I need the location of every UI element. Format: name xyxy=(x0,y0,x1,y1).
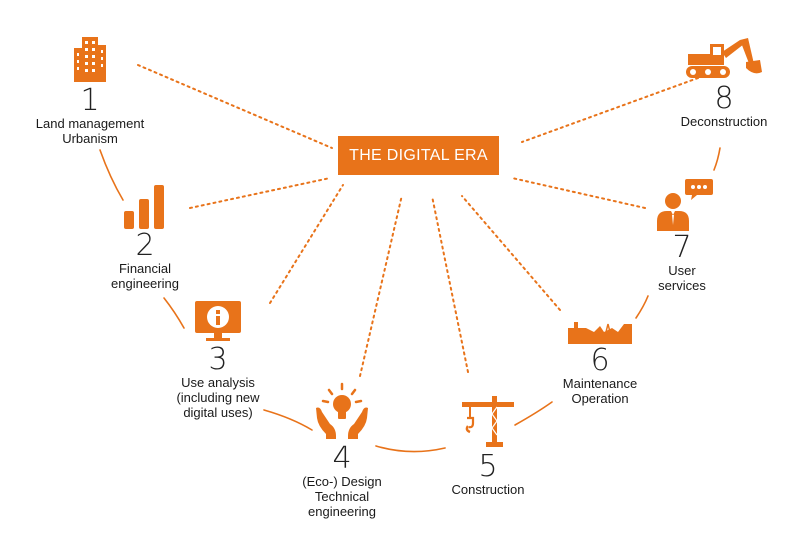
stage-number: 8 xyxy=(714,81,734,116)
dotted-line-4 xyxy=(359,194,403,377)
dotted-line-5 xyxy=(431,195,469,373)
stage-7: 7 User services xyxy=(634,177,730,293)
path-6-7 xyxy=(635,295,649,319)
excavator-icon xyxy=(686,38,762,78)
dotted-line-3 xyxy=(269,184,344,304)
stage-label-line: (Eco-) Design xyxy=(302,474,382,489)
stage-label: Use analysis (including new digital uses… xyxy=(158,375,278,420)
path-7-8 xyxy=(713,147,721,171)
stage-8: 8 Deconstruction xyxy=(666,36,782,129)
center-box-digital-era: THE DIGITAL ERA xyxy=(338,136,499,175)
dotted-line-6 xyxy=(461,195,561,311)
stage-label-line: User xyxy=(668,263,696,278)
stage-label-line: Financial xyxy=(118,261,172,276)
center-label: THE DIGITAL ERA xyxy=(349,146,488,164)
stage-label-line: digital uses) xyxy=(183,405,253,420)
stage-label-line: Operation xyxy=(571,391,629,406)
path-4-5 xyxy=(375,445,446,453)
crane-icon xyxy=(462,396,514,447)
stage-number: 4 xyxy=(332,441,352,476)
path-3-4 xyxy=(263,409,313,431)
stage-number: 5 xyxy=(478,449,498,484)
stage-number: 6 xyxy=(590,343,610,378)
stage-3: 3 Use analysis (including new digital us… xyxy=(158,300,278,420)
building-icon xyxy=(74,37,106,82)
stage-label: Maintenance Operation xyxy=(546,376,654,406)
stage-label: (Eco-) Design Technical engineering xyxy=(282,474,402,519)
stage-label: Land management Urbanism xyxy=(20,116,160,146)
stage-label-line: Urbanism xyxy=(62,131,118,146)
stage-label: User services xyxy=(634,263,730,293)
stage-label-line: engineering xyxy=(308,504,376,519)
stage-4: 4 (Eco-) Design Technical engineering xyxy=(282,382,402,519)
dotted-line-7 xyxy=(511,177,646,209)
dotted-line-8 xyxy=(521,77,699,143)
stage-label-line: Deconstruction xyxy=(680,114,768,129)
stage-number: 1 xyxy=(80,83,100,118)
stage-label-line: (including new xyxy=(176,390,260,405)
stage-label: Construction xyxy=(430,482,546,497)
stage-label: Deconstruction xyxy=(666,114,782,129)
monitor-info-icon xyxy=(195,301,241,341)
stage-number: 2 xyxy=(135,228,155,263)
stage-5: 5 Construction xyxy=(430,394,546,497)
path-1-2 xyxy=(99,149,124,201)
stage-label-line: services xyxy=(658,278,706,293)
stage-number: 7 xyxy=(672,230,692,265)
stage-label-line: Technical xyxy=(314,489,370,504)
stage-label-line: engineering xyxy=(111,276,179,291)
stage-label-line: Maintenance xyxy=(562,376,638,391)
stage-6: 6 Maintenance Operation xyxy=(546,318,654,406)
stage-2: 2 Financial engineering xyxy=(90,183,200,291)
stage-1: 1 Land management Urbanism xyxy=(20,34,160,146)
dotted-line-2 xyxy=(189,177,331,209)
factory-icon xyxy=(568,322,632,344)
bar-chart-icon xyxy=(124,185,164,229)
user-chat-icon xyxy=(657,179,713,231)
path-5-6 xyxy=(514,401,553,426)
dotted-line-1 xyxy=(137,64,333,149)
stage-label-line: Use analysis xyxy=(181,375,255,390)
path-2-3 xyxy=(163,297,185,329)
stage-label-line: Construction xyxy=(451,482,525,497)
stage-label-line: Land management xyxy=(35,116,145,131)
stage-number: 3 xyxy=(208,342,228,377)
lightbulb-hands-icon xyxy=(316,382,368,439)
stage-label: Financial engineering xyxy=(90,261,200,291)
